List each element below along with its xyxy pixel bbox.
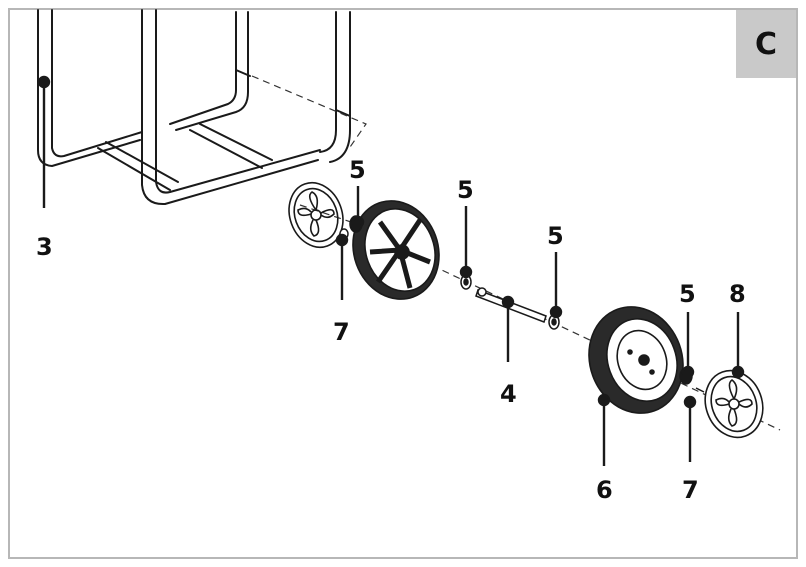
callout-label-8: 8	[729, 280, 746, 308]
wheel-right	[588, 306, 684, 414]
callout-leaders	[37, 75, 745, 466]
callout-label-5c: 5	[547, 222, 564, 250]
alignment-lines	[251, 75, 781, 431]
callout-label-6: 6	[596, 476, 613, 504]
callout-label-5d: 5	[679, 280, 696, 308]
callout-label-5b: 5	[457, 176, 474, 204]
callout-label-7a: 7	[333, 318, 350, 346]
callout-label-4: 4	[500, 380, 517, 408]
callout-label-5a: 5	[349, 156, 366, 184]
callout-label-3: 3	[36, 233, 53, 261]
wheel-left	[352, 200, 440, 300]
hubcap-left	[288, 181, 344, 249]
axle-part	[475, 287, 560, 330]
step-badge: C	[736, 10, 796, 78]
callout-label-7b: 7	[682, 476, 699, 504]
hubcap-right	[704, 369, 764, 439]
cart-frame	[37, 9, 351, 206]
